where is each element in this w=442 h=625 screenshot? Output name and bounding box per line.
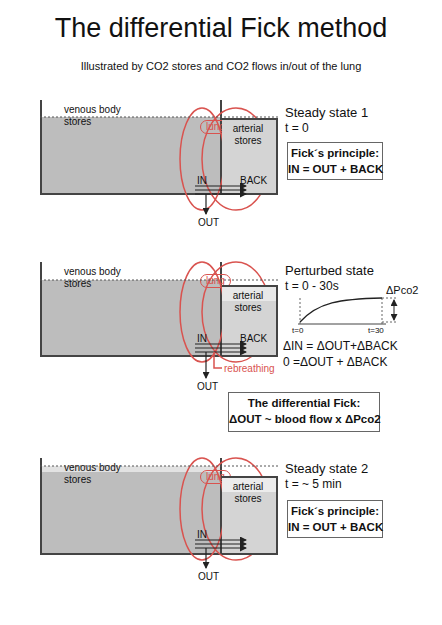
- pco2-curve: [300, 298, 382, 322]
- principle-box: The differential Fick: ΔOUT ~ blood flow …: [228, 392, 380, 432]
- graph-axis: [298, 324, 386, 325]
- text-label: ΔIN = ΔOUT+ΔBACK: [283, 340, 398, 353]
- text-label: 0 =ΔOUT + ΔBACK: [283, 356, 388, 369]
- node-text: ΔOUT ~ blood flow x ΔPco2: [229, 413, 379, 426]
- store-tank: arterial stores: [222, 285, 278, 357]
- text-label: IN: [197, 529, 207, 540]
- delta-arrow: [394, 300, 395, 320]
- text-label: Steady state 2: [285, 462, 368, 476]
- text-label: Steady state 1: [285, 106, 368, 120]
- node-text: arterial stores: [224, 290, 272, 313]
- text-label: t = ~ 5 min: [285, 478, 342, 491]
- node-text: venous body stores: [64, 104, 136, 127]
- diagram-title: The differential Fick method: [0, 14, 442, 44]
- text-label: OUT: [198, 571, 219, 582]
- text-label: IN: [197, 333, 207, 344]
- time-marker: [382, 298, 383, 326]
- node-text: venous body stores: [64, 462, 136, 485]
- store-tank: arterial stores: [222, 476, 278, 555]
- text-label: BACK: [240, 333, 267, 344]
- node-text: arterial stores: [224, 123, 272, 146]
- text-label: BACK: [240, 175, 267, 186]
- text-label: IN: [197, 175, 207, 186]
- text-label: rebreathing: [224, 363, 275, 374]
- time-marker: [300, 298, 301, 326]
- text-label: OUT: [198, 217, 219, 228]
- node-text: The differential Fick:: [229, 397, 379, 410]
- node-text: arterial stores: [224, 481, 272, 504]
- text-label: t = 0: [285, 122, 309, 135]
- out-arrow: [205, 194, 206, 214]
- text-label: Illustrated by CO2 stores and CO2 flows …: [0, 60, 442, 72]
- text-label: t = 0 - 30s: [285, 280, 339, 293]
- level-marker: [382, 322, 398, 323]
- text-label: OUT: [197, 381, 218, 392]
- text-label: ΔPco2: [386, 284, 418, 296]
- text-label: t=0: [292, 327, 303, 336]
- node-text: Fick´s principle:: [288, 147, 382, 160]
- level-marker: [382, 298, 398, 299]
- node-text: venous body stores: [64, 266, 136, 289]
- text-label: Perturbed state: [285, 264, 374, 278]
- node-text: Fick´s principle:: [288, 505, 382, 518]
- text-label: t=30: [368, 327, 384, 336]
- store-tank: venous body stores: [40, 458, 222, 555]
- node-text: IN = OUT + BACK: [288, 163, 382, 176]
- principle-box: Fick´s principle: IN = OUT + BACK: [287, 142, 383, 180]
- store-tank: venous body stores: [40, 100, 222, 195]
- store-tank: venous body stores: [40, 262, 222, 357]
- node-text: IN = OUT + BACK: [288, 521, 382, 534]
- principle-box: Fick´s principle: IN = OUT + BACK: [287, 500, 383, 538]
